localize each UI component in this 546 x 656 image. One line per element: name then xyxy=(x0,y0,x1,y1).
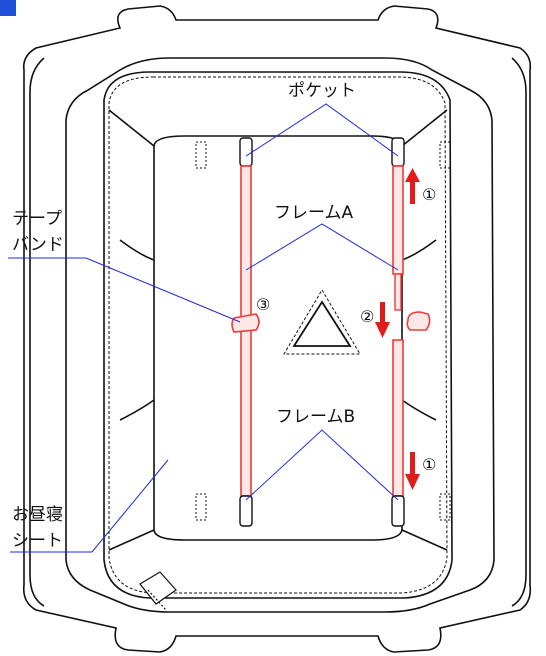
label-pocket: ポケット xyxy=(288,81,356,101)
corner-badge-icon xyxy=(0,0,16,16)
step-1-upper: ① xyxy=(422,185,436,204)
frame-rod-right-lower xyxy=(391,339,405,527)
label-nap-sheet-line2: シート xyxy=(12,531,63,551)
step-1-lower: ① xyxy=(422,455,436,474)
red-down-arrow-icon xyxy=(375,302,390,338)
tape-band xyxy=(231,313,260,333)
frame-rod-right-upper xyxy=(391,137,405,311)
label-nap-sheet-line1: お昼寝 xyxy=(12,504,63,525)
label-frame-b: フレームB xyxy=(276,407,355,427)
zipper-pull-icon xyxy=(139,571,177,611)
label-frame-a: フレームA xyxy=(274,203,353,223)
tape-band-detached xyxy=(406,311,431,331)
leader-lines xyxy=(8,103,399,553)
label-tape-band-line1: テープ xyxy=(12,209,62,229)
red-up-arrow-icon xyxy=(405,168,420,204)
label-tape-band-line2: バンド xyxy=(12,235,64,255)
caution-triangle-icon xyxy=(283,289,361,355)
step-3: ③ xyxy=(256,295,270,314)
playpen-frame xyxy=(22,5,532,653)
sheet-pocket-marks xyxy=(195,141,451,521)
red-down-arrow-icon-2 xyxy=(405,452,420,490)
step-2: ② xyxy=(360,307,374,326)
